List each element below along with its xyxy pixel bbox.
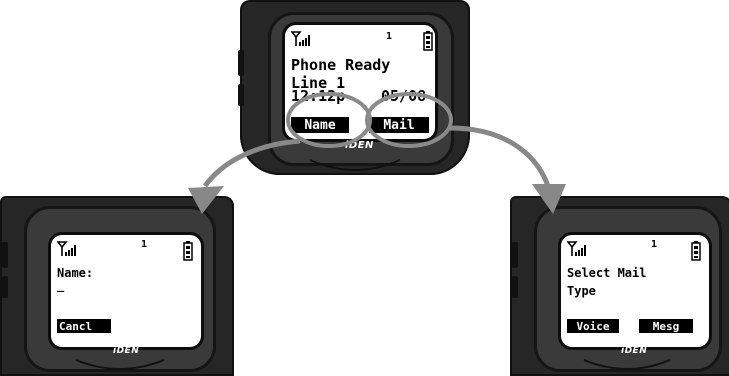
arrow-to-name-screen	[202, 138, 301, 188]
phone-left-side-key-2	[2, 276, 8, 298]
highlight-ellipse-name	[286, 92, 372, 148]
softkey-voice[interactable]: Voice	[567, 319, 619, 333]
screen-line-1: Name:	[57, 266, 94, 280]
brand-logo: iDEN	[345, 140, 374, 151]
phone-top-side-key-2	[238, 84, 244, 106]
line-indicator: 1	[651, 239, 658, 250]
line-indicator: 1	[141, 239, 148, 250]
phone-left-side-key	[2, 242, 8, 268]
brand-logo: iDEN	[113, 346, 140, 356]
highlight-ellipse-mail	[365, 92, 453, 148]
phone-left-keypad-arc	[75, 359, 165, 370]
battery-icon	[183, 241, 193, 261]
brand-logo: iDEN	[621, 346, 648, 356]
status-row: 1	[57, 239, 195, 261]
softkey-mesg[interactable]: Mesg	[639, 319, 693, 333]
phone-right-side-key-2	[512, 276, 518, 298]
signal-strength-icon	[567, 241, 586, 256]
softkey-name[interactable]: Name	[291, 117, 349, 133]
battery-icon	[691, 241, 701, 261]
phone-right-keypad-arc	[583, 359, 671, 370]
screen-line-2: Type	[567, 284, 596, 298]
phone-right: 1 Select Mail Type Voice Mesg iDEN	[510, 196, 729, 376]
signal-strength-icon	[57, 241, 76, 256]
screen-line-1: Phone Ready	[291, 56, 391, 74]
phone-right-screen: 1 Select Mail Type Voice Mesg	[558, 232, 712, 350]
softkey-cancel[interactable]: Cancl	[57, 319, 111, 333]
arrowhead-left	[188, 186, 224, 214]
status-row: 1	[291, 31, 433, 51]
signal-strength-icon	[291, 31, 310, 46]
arrow-to-mail-screen	[449, 125, 551, 187]
phone-top-side-key	[238, 50, 244, 76]
phone-left: 1 Name: _ Cancl iDEN	[0, 196, 234, 376]
phone-left-screen: 1 Name: _ Cancl	[48, 232, 204, 350]
status-row: 1	[567, 239, 703, 261]
battery-icon	[423, 31, 433, 51]
phone-right-side-key	[512, 242, 518, 268]
screen-cursor: _	[57, 278, 65, 292]
screen-line-2: Line 1	[291, 74, 346, 92]
arrowhead-right	[532, 184, 566, 214]
phone-top-keypad-arc	[309, 159, 401, 171]
softkey-mail[interactable]: Mail	[369, 117, 429, 133]
screen-line-1: Select Mail	[567, 266, 647, 280]
line-indicator: 1	[386, 31, 393, 42]
